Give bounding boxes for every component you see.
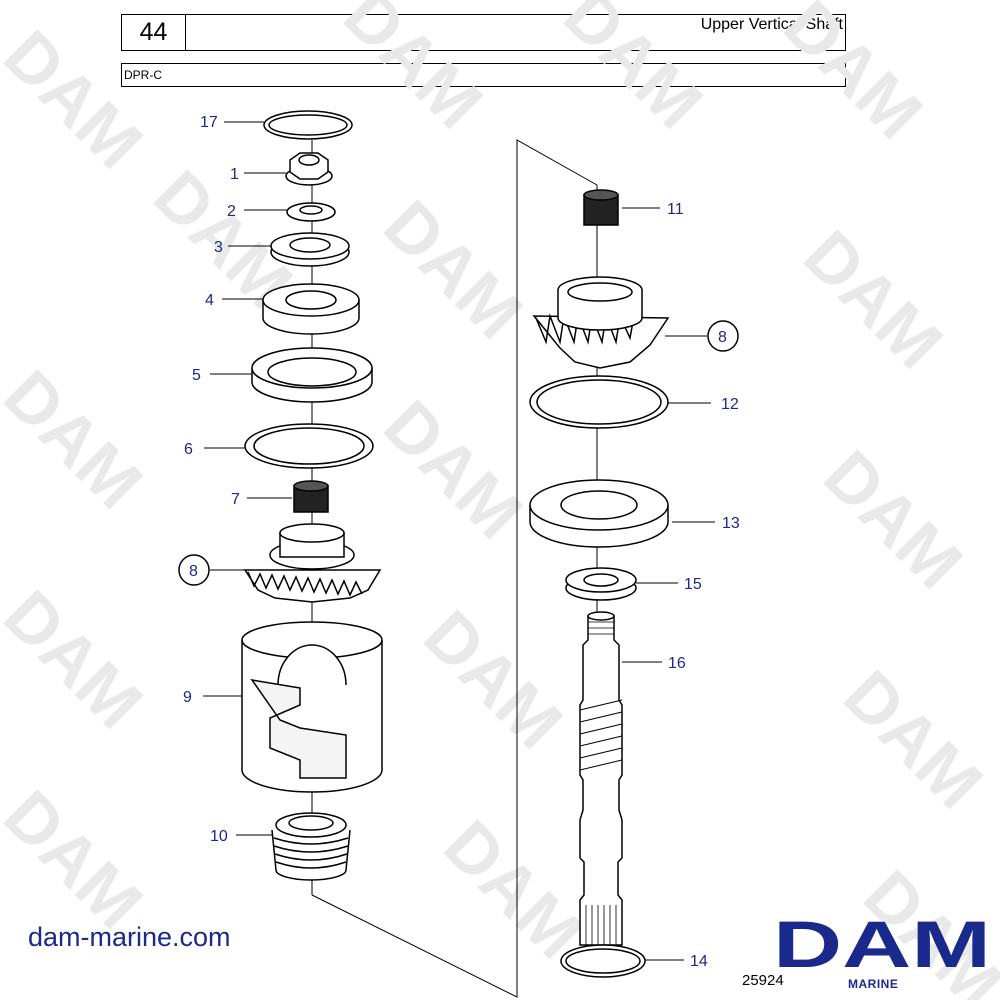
callout-4: 4 (205, 292, 214, 309)
svg-text:DAM: DAM (329, 0, 497, 143)
bevel-gear-8-right (532, 276, 670, 369)
model-bar: DPR-C (121, 63, 846, 87)
callout-8-right: 8 (718, 329, 727, 346)
shaft-16 (579, 611, 623, 946)
model-code: DPR-C (124, 68, 162, 82)
o-ring-17 (263, 110, 353, 140)
logo-text: DAM (773, 915, 991, 975)
threaded-ring-10 (271, 812, 351, 881)
washer-15 (565, 567, 637, 601)
callout-6: 6 (184, 441, 193, 458)
callout-11: 11 (667, 201, 684, 218)
svg-text:DAM: DAM (549, 0, 717, 143)
figure-number: 25924 (742, 972, 784, 989)
svg-text:DAM: DAM (769, 0, 937, 153)
callout-10: 10 (210, 828, 228, 845)
svg-text:DAM: DAM (369, 385, 537, 553)
dam-logo: DAM (773, 915, 991, 975)
bearing-4 (262, 283, 360, 335)
housing-9 (241, 621, 383, 793)
svg-text:DAM: DAM (0, 355, 157, 523)
race-5 (251, 347, 373, 403)
callout-13: 13 (722, 515, 740, 532)
callout-15: 15 (684, 576, 702, 593)
callout-2: 2 (227, 203, 236, 220)
callout-9: 9 (183, 689, 192, 706)
left-parts (241, 110, 383, 881)
svg-text:DAM: DAM (369, 185, 537, 353)
page-number: 44 (122, 15, 186, 50)
callout-16: 16 (668, 655, 686, 672)
page-title: Upper Vertical Shaft (700, 16, 843, 33)
o-ring-14 (560, 944, 646, 978)
callout-12: 12 (721, 396, 739, 413)
svg-text:DAM: DAM (429, 805, 597, 973)
washer-2 (286, 202, 336, 222)
website-link[interactable]: dam-marine.com (28, 922, 231, 952)
svg-text:DAM: DAM (409, 595, 577, 763)
svg-text:DAM: DAM (809, 435, 977, 603)
washer-3 (270, 232, 350, 267)
callout-circle-8-left (178, 554, 210, 586)
callout-7: 7 (231, 491, 240, 508)
callout-5: 5 (192, 367, 201, 384)
callout-labels: 17 1 2 3 4 5 6 7 8 9 10 11 8 12 13 15 16… (178, 114, 740, 970)
callout-14: 14 (690, 953, 708, 970)
shim-6 (244, 423, 374, 469)
needle-bearing-7 (293, 480, 329, 513)
leader-lines (203, 121, 715, 961)
callout-3: 3 (214, 239, 223, 256)
header-bar: 44 Upper Vertical Shaft (121, 14, 846, 51)
right-parts (529, 189, 670, 978)
svg-text:DAM: DAM (0, 575, 157, 743)
needle-bearing-11 (583, 189, 619, 226)
logo-subtitle: MARINE (848, 977, 899, 991)
callout-8-left: 8 (189, 563, 198, 580)
svg-text:DAM: DAM (0, 15, 157, 183)
bearing-13 (529, 479, 669, 548)
svg-text:DAM: DAM (789, 215, 957, 383)
bevel-gear-8-left (243, 523, 382, 603)
o-ring-12 (529, 375, 669, 429)
callout-circle-8-right (707, 320, 739, 352)
callout-17: 17 (200, 114, 218, 131)
nut-1 (285, 152, 333, 186)
svg-text:DAM: DAM (829, 655, 997, 823)
callout-1: 1 (230, 166, 239, 183)
svg-text:DAM: DAM (0, 775, 157, 943)
